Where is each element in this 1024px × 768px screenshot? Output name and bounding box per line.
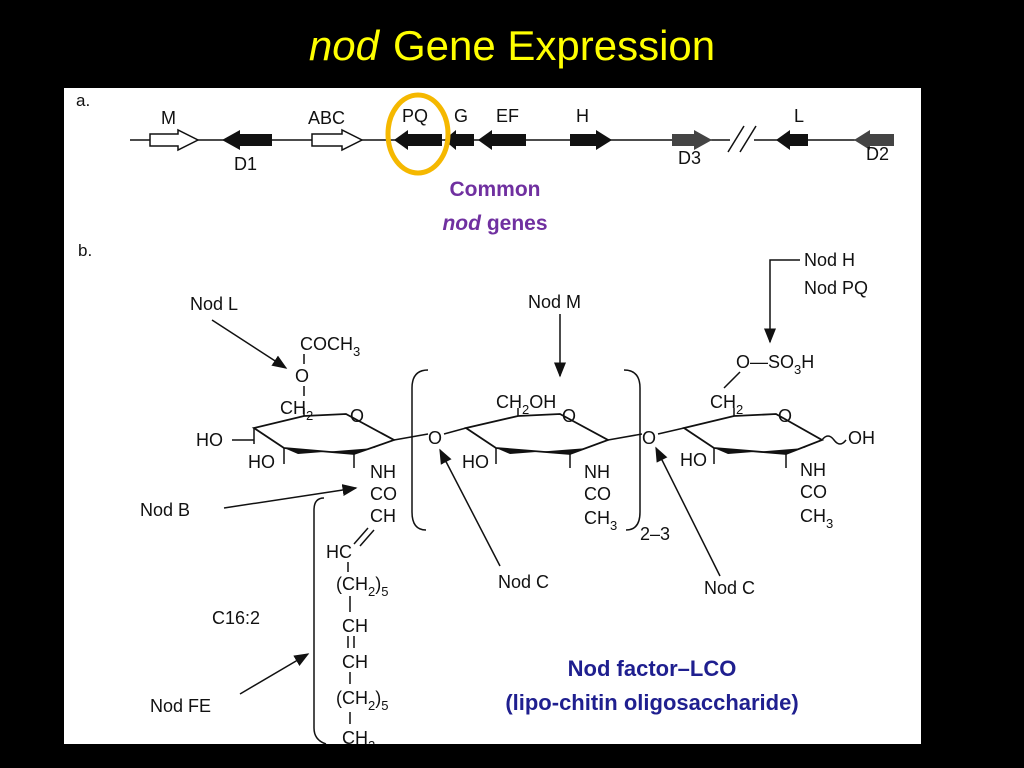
gene-label-pq: PQ <box>402 106 428 126</box>
diagram-svg: a. M ABC PQ G EF H L D1 D3 D2 Common nod… <box>76 91 894 753</box>
chem-ring3-o: O <box>778 406 792 426</box>
enzyme-nod-c-right: Nod C <box>704 578 755 598</box>
gene-label-h: H <box>576 106 589 126</box>
chem-co-1: CO <box>370 484 397 504</box>
gene-m-arrow <box>149 128 200 152</box>
chem-ch-1: CH <box>370 506 396 526</box>
chem-ch-3: CH <box>342 652 368 672</box>
enzyme-nod-b: Nod B <box>140 500 190 520</box>
chem-ch2-3: CH2 <box>710 392 743 417</box>
enzyme-nod-fe: Nod FE <box>150 696 211 716</box>
panel-b-label: b. <box>78 241 92 260</box>
chem-ch3-2: CH3 <box>584 508 617 533</box>
nod-factor-caption-2: (lipo-chitin oligosaccharide) <box>505 690 798 715</box>
gene-label-abc: ABC <box>308 108 345 128</box>
chem-co-2: CO <box>584 484 611 504</box>
arrow-nod-c-right <box>655 446 721 577</box>
chem-ho-4: HO <box>680 450 707 470</box>
diagram-panel: a. M ABC PQ G EF H L D1 D3 D2 Common nod… <box>64 88 921 753</box>
gene-label-m: M <box>161 108 176 128</box>
chem-ring2-o: O <box>562 406 576 426</box>
break-mark-2 <box>739 125 757 153</box>
repeat-bracket-left <box>411 369 429 531</box>
break-mark-1 <box>727 125 745 153</box>
gene-ef-arrow <box>478 130 526 150</box>
chem-ch3-3: CH3 <box>800 506 833 531</box>
enzyme-nod-h: Nod H <box>804 250 855 270</box>
chem-hc: HC <box>326 542 352 562</box>
enzyme-nod-c-left: Nod C <box>498 572 549 592</box>
arrow-nod-b <box>223 484 358 509</box>
chem-ring1-o: O <box>350 406 364 426</box>
gene-d2-arrow <box>854 130 894 150</box>
enzyme-nod-pq: Nod PQ <box>804 278 868 298</box>
arrow-nod-fe <box>239 653 310 695</box>
chem-ch2-1: CH2 <box>280 398 313 423</box>
chem-ch2oh: CH2OH <box>496 392 556 417</box>
chain-label: C16:2 <box>212 608 260 628</box>
chem-ch2-5-a: (CH2)5 <box>336 574 388 599</box>
chem-ch2-5-b: (CH2)5 <box>336 688 388 713</box>
gene-d3-arrow <box>672 130 712 150</box>
chem-acetyl: COCH3 <box>300 334 360 359</box>
chem-glyco-o-1: O <box>428 428 442 448</box>
arrow-nod-h <box>764 259 800 344</box>
gene-label-d2: D2 <box>866 144 889 164</box>
chem-sulfo: O—SO3H <box>736 352 814 377</box>
enzyme-nod-m: Nod M <box>528 292 581 312</box>
chem-oh-end: OH <box>848 428 875 448</box>
chem-o-1: O <box>295 366 309 386</box>
gene-label-d3: D3 <box>678 148 701 168</box>
gene-h-arrow <box>570 130 612 150</box>
gene-d1-arrow <box>222 130 272 150</box>
chem-nh-1: NH <box>370 462 396 482</box>
common-genes-caption-italic: nod <box>442 212 482 235</box>
chem-nh-2: NH <box>584 462 610 482</box>
gene-abc-arrow <box>311 128 364 152</box>
chem-co-3: CO <box>800 482 827 502</box>
sugar-ring-3: O <box>657 406 847 468</box>
common-genes-highlight-ring <box>385 92 451 176</box>
gene-arrows <box>149 128 894 152</box>
chem-ho-3: HO <box>462 452 489 472</box>
gene-label-l: L <box>794 106 804 126</box>
common-genes-caption-1: Common <box>450 178 541 201</box>
panel-a-label: a. <box>76 91 90 110</box>
chem-ch-2: CH <box>342 616 368 636</box>
chem-nh-3: NH <box>800 460 826 480</box>
gene-pq-arrow <box>394 130 442 150</box>
chem-ho-1: HO <box>196 430 223 450</box>
chem-ch2-end: CH2 <box>342 728 375 744</box>
title-rest: Gene Expression <box>392 22 716 69</box>
page-title: nod Gene Expression <box>0 22 1024 70</box>
arrow-nod-c-left <box>439 448 501 567</box>
gene-g-arrow <box>444 130 474 150</box>
common-genes-caption-rest: genes <box>487 212 548 235</box>
nod-factor-caption-1: Nod factor–LCO <box>568 656 737 681</box>
repeat-bracket-right <box>623 369 641 531</box>
chain-bracket <box>313 497 327 745</box>
repeat-count: 2–3 <box>640 524 670 544</box>
gene-label-g: G <box>454 106 468 126</box>
gene-label-d1: D1 <box>234 154 257 174</box>
gene-l-arrow <box>776 130 808 150</box>
arrow-nod-l <box>211 319 288 369</box>
gene-label-ef: EF <box>496 106 519 126</box>
chem-glyco-o-2: O <box>642 428 656 448</box>
sugar-ring-1: O <box>251 406 397 468</box>
enzyme-nod-l: Nod L <box>190 294 238 314</box>
title-italic: nod <box>308 22 379 69</box>
chem-ho-2: HO <box>248 452 275 472</box>
common-genes-caption-2: nod genes <box>442 212 547 235</box>
